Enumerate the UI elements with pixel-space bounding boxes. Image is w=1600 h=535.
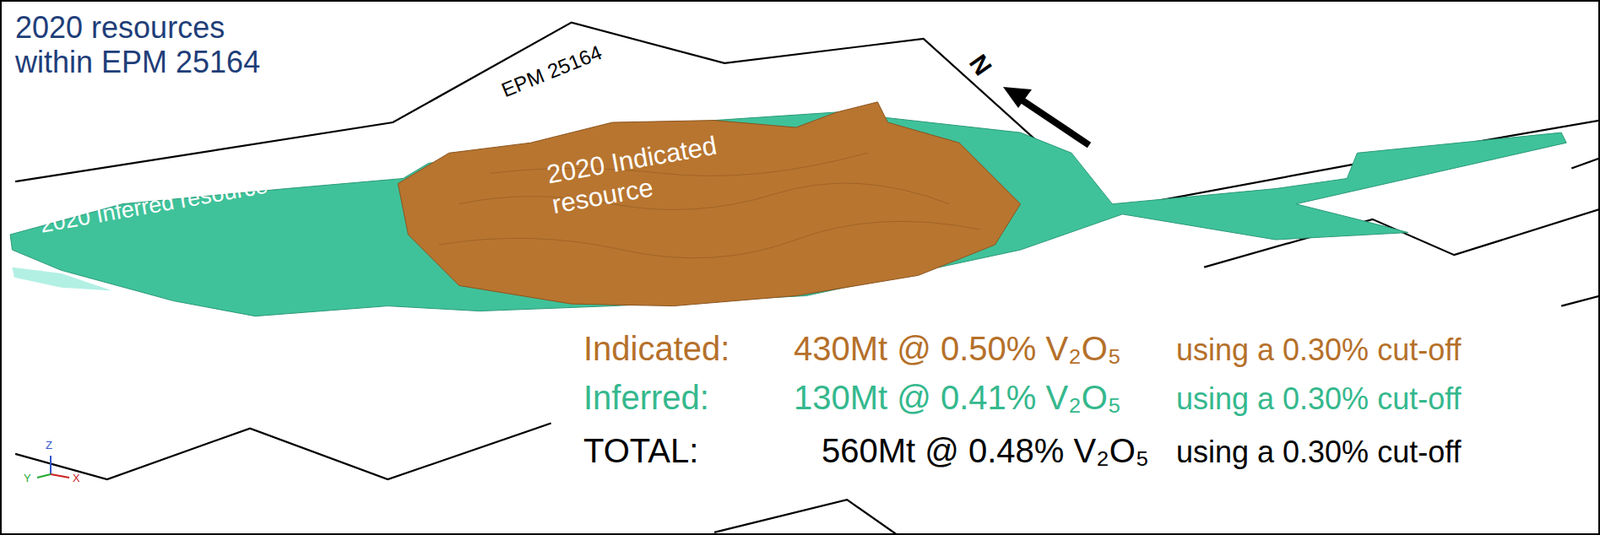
- axis-label: Y: [23, 472, 32, 486]
- row-heading: Indicated:: [583, 329, 730, 369]
- axis-label: X: [72, 472, 81, 486]
- cut-off-note: using a 0.30% cut-off: [1176, 332, 1462, 368]
- title: 2020 resources within EPM 25164: [15, 10, 299, 81]
- axis-label: Z: [45, 439, 53, 453]
- resource-figure: 560Mt @ 0.48% V₂O₅: [821, 431, 1150, 471]
- row-heading: TOTAL:: [583, 431, 699, 471]
- indicated-resource-body: [397, 102, 1020, 307]
- tenement-label: EPM 25164: [498, 40, 606, 103]
- cut-off-note: using a 0.30% cut-off: [1176, 434, 1462, 470]
- north-arrow: [1003, 86, 1090, 146]
- cut-off-note: using a 0.30% cut-off: [1176, 381, 1462, 417]
- inferred-resource-shade: [12, 267, 113, 292]
- axis-triad: [37, 455, 70, 478]
- resource-figure: 430Mt @ 0.50% V₂O₅: [793, 329, 1122, 369]
- row-heading: Inferred:: [583, 378, 710, 418]
- resource-figure: 130Mt @ 0.41% V₂O₅: [793, 378, 1122, 418]
- north-label: N: [962, 48, 998, 82]
